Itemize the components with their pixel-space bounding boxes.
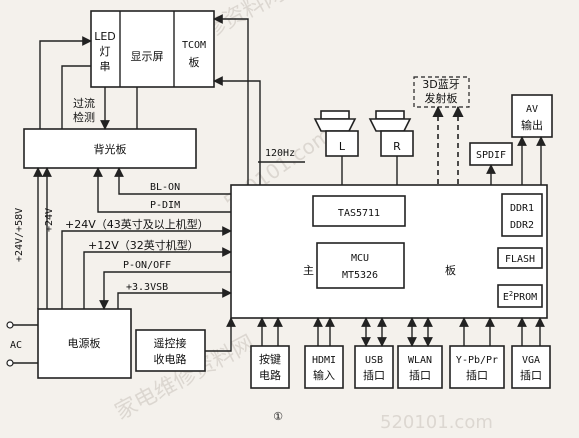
keys-label-2: 电路 xyxy=(259,369,281,382)
hdmi-label-2: 输入 xyxy=(313,368,335,382)
led-label-1: LED xyxy=(94,30,116,43)
bt-label-2: 发射板 xyxy=(425,91,458,105)
vga-label-2: 插口 xyxy=(520,368,542,382)
led-label-3: 串 xyxy=(100,60,111,73)
av-label-2: 输出 xyxy=(521,118,543,132)
v33-label: +3.3VSB xyxy=(126,282,168,293)
figure-label: ① xyxy=(273,410,283,423)
ddr-chip xyxy=(501,193,543,237)
usb-label-2: 插口 xyxy=(363,368,385,382)
wlan-label-2: 插口 xyxy=(409,368,431,382)
p-onoff-label: P-ON/OFF xyxy=(123,260,171,271)
power-board-label: 电源板 xyxy=(68,336,101,350)
overcurrent-label-1: 过流 xyxy=(73,96,95,110)
usb-label-1: USB xyxy=(365,355,383,366)
power-board xyxy=(37,308,132,379)
bt-label-1: 3D蓝牙 xyxy=(422,78,459,91)
vga-box xyxy=(511,345,551,389)
eeprom-chip xyxy=(497,284,543,308)
hdmi-box xyxy=(304,345,344,389)
p-dim-label: P-DIM xyxy=(150,200,180,211)
remote-label-1: 遥控接 xyxy=(154,336,187,350)
flash-label: FLASH xyxy=(505,254,535,265)
led-label-2: 灯 xyxy=(100,45,111,58)
connections: 120Hz BL-ON P-DIM +24V（43英寸及以上机型） +12V（3… xyxy=(6,14,546,367)
v24-label: +24V xyxy=(44,208,55,232)
av-label-1: AV xyxy=(526,104,538,115)
tcom-label-2: 板 xyxy=(189,55,200,69)
speaker-left: L xyxy=(313,110,359,157)
backlight-board xyxy=(23,128,197,169)
display-group: LED 灯 串 显示屏 TCOM 板 xyxy=(90,10,215,88)
hdmi-label-1: HDMI xyxy=(312,355,336,366)
main-label-2: 板 xyxy=(445,263,456,277)
v12-label: +12V（32英寸机型） xyxy=(88,238,199,252)
display-group-box xyxy=(90,10,215,88)
remote-label-2: 收电路 xyxy=(154,352,187,366)
v24-58-label: +24V/+58V xyxy=(14,208,25,262)
mcu-model-label: MT5326 xyxy=(342,270,378,281)
usb-box xyxy=(354,345,394,389)
backlight-label: 背光板 xyxy=(94,142,127,156)
remote-receiver xyxy=(135,329,206,372)
tcom-label-1: TCOM xyxy=(182,40,206,51)
ypbpr-box xyxy=(449,345,505,389)
speaker-right-label: R xyxy=(393,140,401,153)
main-label-1: 主 xyxy=(303,264,314,277)
v24-big-label: +24V（43英寸及以上机型） xyxy=(65,217,209,231)
ddr2-label: DDR2 xyxy=(510,220,534,231)
wlan-box xyxy=(397,345,443,389)
speaker-right: R xyxy=(368,110,414,157)
speaker-left-label: L xyxy=(339,140,346,153)
keys-label-1: 按键 xyxy=(259,352,281,366)
bl-on-label: BL-ON xyxy=(150,182,180,193)
ac-label: AC xyxy=(10,340,22,351)
ypbpr-label-1: Y-Pb/Pr xyxy=(456,355,498,366)
ddr1-label: DDR1 xyxy=(510,203,534,214)
mcu-label: MCU xyxy=(351,253,369,264)
hz-label: 120Hz xyxy=(265,148,295,159)
spdif-label: SPDIF xyxy=(476,150,506,161)
vga-label-1: VGA xyxy=(522,355,540,366)
keys-box xyxy=(250,345,290,389)
eeprom-label: E2PROM xyxy=(503,290,537,303)
av-output-box xyxy=(511,94,553,138)
overcurrent-label-2: 检测 xyxy=(73,110,95,124)
tas5711-chip xyxy=(312,195,406,227)
flash-chip xyxy=(497,247,543,269)
mcu-chip xyxy=(316,242,405,289)
tas5711-label: TAS5711 xyxy=(338,208,380,219)
ypbpr-label-2: 插口 xyxy=(466,368,488,382)
panel-label: 显示屏 xyxy=(131,50,164,63)
wlan-label-1: WLAN xyxy=(408,355,432,366)
watermark-url: 520101.com xyxy=(380,412,493,433)
